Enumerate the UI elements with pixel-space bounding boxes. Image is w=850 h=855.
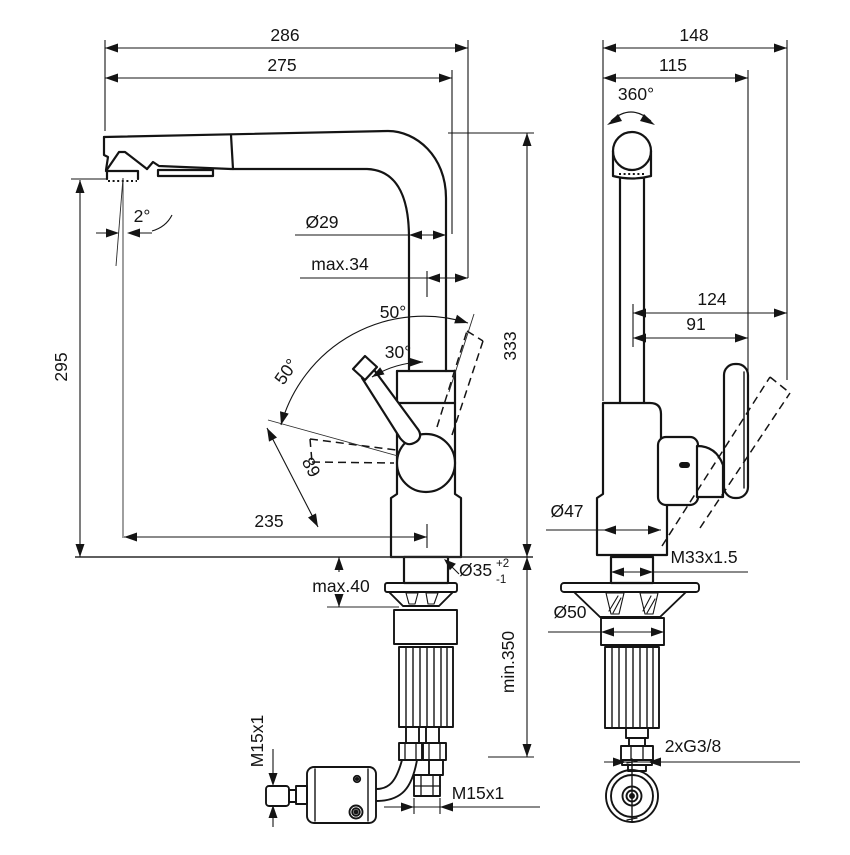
- dim-hole-tol-minus: -1: [496, 574, 506, 586]
- dim-hose-min-length: min.350: [498, 631, 518, 694]
- dimension-annotations: [71, 40, 800, 827]
- dim-handle-width: 91: [686, 314, 705, 334]
- dim-hole-tol-plus: +2: [496, 558, 509, 570]
- lever-handle: [360, 365, 422, 446]
- spout-outline: [102, 129, 448, 373]
- dim-body-dia: Ø47: [550, 501, 583, 521]
- dim-spout-tilt: 2°: [134, 206, 151, 226]
- dim-spout-reach: 275: [267, 55, 296, 75]
- handle-mount: [656, 435, 700, 507]
- dim-handle-open-angle: 30°: [385, 342, 411, 362]
- retaining-nut: [393, 609, 458, 645]
- dim-hole-dia: Ø35: [459, 560, 492, 580]
- front-view-undercounter: [560, 582, 700, 823]
- dim-outlet-offset: max.34: [311, 254, 369, 274]
- handle-neck: [695, 444, 725, 499]
- handle-range-dashed: [309, 330, 791, 547]
- escutcheon-plate-front: [560, 582, 700, 593]
- temperature-indicator: [679, 462, 690, 468]
- dim-supply-thread: 2xG3/8: [665, 736, 721, 756]
- front-view-faucet: [595, 130, 750, 585]
- spout-head-front: [611, 130, 653, 172]
- dim-deck-thickness: max.40: [312, 576, 370, 596]
- dim-overall-width-side: 286: [270, 25, 299, 45]
- dim-body-width-front: 115: [659, 55, 687, 75]
- lever-handle-tip: [351, 354, 379, 382]
- mounting-shank: [402, 555, 450, 585]
- hose-weight: [306, 766, 377, 824]
- dim-hose-coupling-side: M15x1: [247, 715, 267, 768]
- dim-hose-coupling-bottom: M15x1: [452, 783, 505, 803]
- dim-spout-projection: 235: [254, 511, 283, 531]
- dim-overall-width-front: 148: [679, 25, 708, 45]
- side-view-undercounter: [265, 582, 458, 824]
- pullout-hose: [375, 759, 418, 802]
- dim-spout-tube-dia: Ø29: [305, 212, 338, 232]
- dim-swivel-range: 360°: [618, 84, 654, 104]
- dim-outlet-height: 295: [51, 352, 71, 381]
- dim-shank-thread: M33x1.5: [670, 547, 737, 567]
- dim-total-height: 333: [500, 331, 520, 360]
- escutcheon-plate: [384, 582, 458, 593]
- dim-handle-swing-upper: 50°: [380, 302, 406, 322]
- dim-handle-reach: 124: [697, 289, 726, 309]
- dim-flange-dia: Ø50: [553, 602, 586, 622]
- ball-joint: [395, 432, 457, 494]
